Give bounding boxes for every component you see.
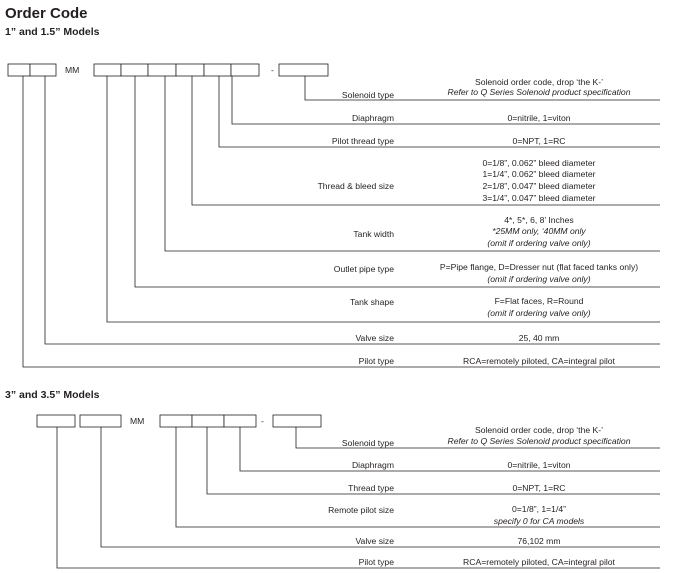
code-separator: - bbox=[261, 416, 264, 426]
code-box-3 bbox=[93, 63, 122, 77]
field-description: Solenoid order code, drop ‘the K-’ bbox=[475, 425, 603, 435]
field-description: P=Pipe flange, D=Dresser nut (flat faced… bbox=[440, 262, 638, 272]
code-row: Outlet pipe type P=Pipe flange, D=Dresser… bbox=[134, 76, 660, 288]
code-box-1 bbox=[7, 63, 31, 77]
field-description: *25MM only, ‘40MM only bbox=[492, 226, 586, 236]
code-box-9 bbox=[278, 63, 329, 77]
field-description: F=Flat faces, R=Round bbox=[495, 296, 584, 306]
leader-line bbox=[191, 76, 660, 206]
field-description: RCA=remotely piloted, CA=integral pilot bbox=[463, 356, 616, 366]
code-row: Diaphragm 0=nitrile, 1=viton bbox=[239, 427, 660, 472]
field-label: Valve size bbox=[355, 536, 394, 546]
code-box-6 bbox=[272, 414, 322, 428]
code-box-4 bbox=[120, 63, 149, 77]
code-box-2 bbox=[79, 414, 122, 428]
leader-line bbox=[295, 427, 660, 449]
code-row: Remote pilot size 0=1/8”, 1=1/4” specify 0… bbox=[175, 427, 660, 528]
code-box-2 bbox=[29, 63, 57, 77]
leader-line bbox=[239, 427, 660, 472]
field-description: 76,102 mm bbox=[518, 536, 561, 546]
field-label: Pilot type bbox=[359, 356, 395, 366]
leader-line bbox=[106, 76, 660, 323]
code-row: Pilot type RCA=remotely piloted, CA=integ… bbox=[56, 427, 660, 569]
leader-line bbox=[134, 76, 660, 288]
leader-line bbox=[164, 76, 660, 252]
field-description: 0=1/8”, 0.062” bleed diameter bbox=[483, 158, 596, 168]
field-label: Remote pilot size bbox=[328, 505, 394, 515]
field-description: 4*, 5*, 6, 8’ Inches bbox=[504, 215, 573, 225]
code-row: Pilot thread type 0=NPT, 1=RC bbox=[218, 76, 660, 148]
code-box-7 bbox=[203, 63, 232, 77]
leader-line bbox=[56, 427, 660, 569]
field-label: Thread type bbox=[348, 483, 394, 493]
field-description: 3=1/4”, 0.047” bleed diameter bbox=[483, 193, 596, 203]
field-label: Pilot thread type bbox=[332, 136, 394, 146]
code-box-5 bbox=[147, 63, 177, 77]
field-description: (omit if ordering valve only) bbox=[487, 308, 590, 318]
field-description: Solenoid order code, drop ‘the K-’ bbox=[475, 77, 603, 87]
field-description: RCA=remotely piloted, CA=integral pilot bbox=[463, 557, 616, 567]
leader-line bbox=[44, 76, 660, 345]
field-label: Pilot type bbox=[359, 557, 395, 567]
code-row: Solenoid type Solenoid order code, drop ‘… bbox=[295, 425, 660, 449]
field-description: (omit if ordering valve only) bbox=[487, 274, 590, 284]
field-description: 25, 40 mm bbox=[519, 333, 560, 343]
code-row: Valve size 76,102 mm bbox=[100, 427, 660, 548]
code-separator: - bbox=[271, 65, 274, 75]
leader-line bbox=[175, 427, 660, 528]
code-row: Thread type 0=NPT, 1=RC bbox=[206, 427, 660, 495]
field-label: Tank shape bbox=[350, 297, 394, 307]
section-heading: 1” and 1.5” Models bbox=[5, 26, 100, 38]
code-row: Tank width 4*, 5*, 6, 8’ Inches*25MM only… bbox=[164, 76, 660, 252]
code-box-4 bbox=[191, 414, 225, 428]
code-row: Valve size 25, 40 mm bbox=[44, 76, 660, 345]
field-description: (omit if ordering valve only) bbox=[487, 238, 590, 248]
leader-line bbox=[304, 76, 660, 101]
field-label: Diaphragm bbox=[352, 460, 394, 470]
field-label: Tank width bbox=[353, 229, 394, 239]
field-label: Diaphragm bbox=[352, 113, 394, 123]
field-description: Refer to Q Series Solenoid product speci… bbox=[448, 87, 631, 97]
code-box-6 bbox=[175, 63, 205, 77]
field-label: Solenoid type bbox=[342, 90, 394, 100]
code-prefix: MM bbox=[130, 416, 144, 426]
field-label: Thread & bleed size bbox=[318, 181, 395, 191]
field-description: 1=1/4”, 0.062” bleed diameter bbox=[483, 169, 596, 179]
field-description: 2=1/8”, 0.047” bleed diameter bbox=[483, 181, 596, 191]
field-label: Outlet pipe type bbox=[334, 264, 394, 274]
code-row: Tank shape F=Flat faces, R=Round (omit if … bbox=[106, 76, 660, 323]
code-row: Thread & bleed size 0=1/8”, 0.062” bleed … bbox=[191, 76, 660, 206]
field-label: Solenoid type bbox=[342, 438, 394, 448]
field-description: 0=1/8”, 1=1/4” bbox=[512, 504, 566, 514]
leader-line bbox=[100, 427, 660, 548]
code-row: Pilot type RCA=remotely piloted, CA=integ… bbox=[22, 76, 660, 368]
section-heading: 3” and 3.5” Models bbox=[5, 389, 100, 401]
field-description: 0=nitrile, 1=viton bbox=[507, 113, 570, 123]
field-description: 0=NPT, 1=RC bbox=[512, 483, 565, 493]
field-description: 0=nitrile, 1=viton bbox=[507, 460, 570, 470]
leader-line bbox=[206, 427, 660, 495]
field-description: specify 0 for CA models bbox=[494, 516, 585, 526]
code-box-5 bbox=[223, 414, 257, 428]
field-description: 0=NPT, 1=RC bbox=[512, 136, 565, 146]
code-row: Solenoid type Solenoid order code, drop ‘… bbox=[304, 76, 660, 101]
field-description: Refer to Q Series Solenoid product speci… bbox=[448, 436, 631, 446]
leader-line bbox=[22, 76, 660, 368]
code-box-3 bbox=[159, 414, 193, 428]
code-row: Diaphragm 0=nitrile, 1=viton bbox=[231, 76, 660, 125]
field-label: Valve size bbox=[355, 333, 394, 343]
code-prefix: MM bbox=[65, 65, 79, 75]
code-box-8 bbox=[230, 63, 260, 77]
page-title: Order Code bbox=[5, 5, 88, 22]
code-box-1 bbox=[36, 414, 76, 428]
leader-line bbox=[218, 76, 660, 148]
leader-line bbox=[231, 76, 660, 125]
